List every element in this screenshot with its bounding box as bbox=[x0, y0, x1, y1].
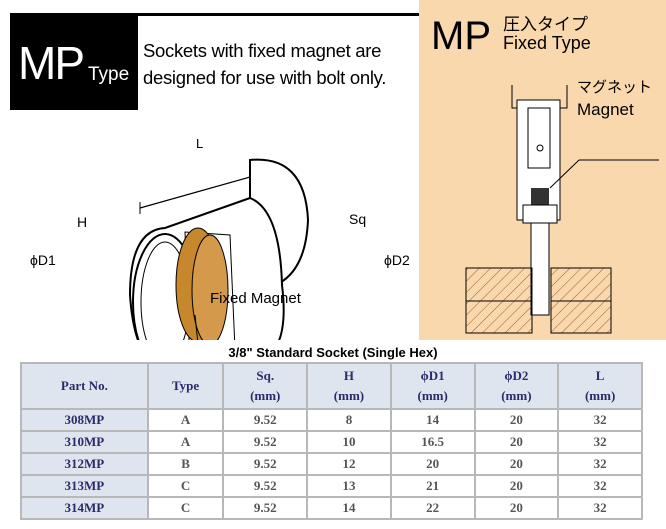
description: Sockets with fixed magnet are designed f… bbox=[143, 37, 386, 91]
badge-sub: Type bbox=[88, 64, 130, 85]
table-cell: 9.52 bbox=[222, 496, 309, 520]
table-cell: 32 bbox=[557, 430, 643, 454]
divider bbox=[10, 13, 420, 16]
table-cell: A bbox=[146, 408, 225, 432]
table-cell: 9.52 bbox=[222, 474, 309, 498]
socket-diagram bbox=[128, 158, 310, 340]
table-cell: 14 bbox=[306, 496, 392, 520]
table-cell: 10 bbox=[306, 430, 392, 454]
table-cell: 32 bbox=[557, 496, 643, 520]
panel-title-jp: 圧入タイプ bbox=[503, 15, 588, 34]
panel-title: MP bbox=[431, 14, 491, 58]
table-cell: 16.5 bbox=[389, 430, 476, 454]
table-cell: 8 bbox=[306, 408, 392, 432]
col-type: Type bbox=[146, 362, 225, 410]
type-badge: MP Type bbox=[10, 14, 138, 110]
table-title: 3/8" Standard Socket (Single Hex) bbox=[228, 345, 438, 360]
table-cell: 9.52 bbox=[222, 452, 309, 476]
description-line: Sockets with fixed magnet are bbox=[143, 40, 382, 61]
table-cell: 20 bbox=[473, 408, 560, 432]
magnet-label-jp: マグネット bbox=[577, 79, 653, 96]
label-h: H bbox=[77, 214, 88, 230]
table-cell: C bbox=[146, 474, 225, 498]
table-cell: 21 bbox=[389, 474, 476, 498]
table-cell: 310MP bbox=[20, 430, 149, 454]
col-d2: ϕD2(mm) bbox=[473, 362, 560, 410]
table-cell: 32 bbox=[557, 408, 643, 432]
table-cell: 12 bbox=[306, 452, 392, 476]
table-cell: 312MP bbox=[20, 452, 149, 476]
table-cell: 14 bbox=[389, 408, 476, 432]
table-cell: A bbox=[146, 430, 225, 454]
fixed-magnet-label: Fixed Magnet bbox=[210, 290, 301, 307]
table-cell: 20 bbox=[473, 430, 560, 454]
bolt-diagram bbox=[465, 85, 659, 334]
table-cell: 20 bbox=[389, 452, 476, 476]
table-cell: 308MP bbox=[20, 408, 149, 432]
col-part-no: Part No. bbox=[20, 362, 149, 410]
table-cell: 9.52 bbox=[222, 430, 309, 454]
table-cell: 13 bbox=[306, 474, 392, 498]
spec-table: Part No. Type Sq.(mm) H(mm) ϕD1(mm) ϕD2(… bbox=[20, 362, 643, 520]
table-cell: C bbox=[146, 496, 225, 520]
col-d1: ϕD1(mm) bbox=[389, 362, 476, 410]
table-cell: 32 bbox=[557, 452, 643, 476]
panel-subtitle: Fixed Type bbox=[503, 33, 591, 53]
table-cell: 313MP bbox=[20, 474, 149, 498]
description-line: designed for use with bolt only. bbox=[143, 67, 387, 88]
label-l: L bbox=[196, 136, 204, 151]
fixed-type-panel: MP 圧入タイプ Fixed Type マグネット Magnet bbox=[419, 0, 666, 340]
col-l: L(mm) bbox=[557, 362, 643, 410]
table-cell: B bbox=[146, 452, 225, 476]
table-cell: 20 bbox=[473, 474, 560, 498]
magnet-label: Magnet bbox=[577, 100, 634, 119]
table-cell: 20 bbox=[473, 496, 560, 520]
label-sq: Sq bbox=[349, 211, 367, 227]
table-cell: 32 bbox=[557, 474, 643, 498]
table-cell: 314MP bbox=[20, 496, 149, 520]
badge-main: MP bbox=[18, 37, 85, 89]
table-cell: 9.52 bbox=[222, 408, 309, 432]
table-cell: 20 bbox=[473, 452, 560, 476]
table-cell: 22 bbox=[389, 496, 476, 520]
col-h: H(mm) bbox=[306, 362, 392, 410]
table-header-row: Part No. Type Sq.(mm) H(mm) ϕD1(mm) ϕD2(… bbox=[20, 362, 643, 410]
label-d1: ϕD1 bbox=[30, 252, 56, 268]
col-sq: Sq.(mm) bbox=[222, 362, 309, 410]
label-d2: ϕD2 bbox=[384, 252, 410, 268]
